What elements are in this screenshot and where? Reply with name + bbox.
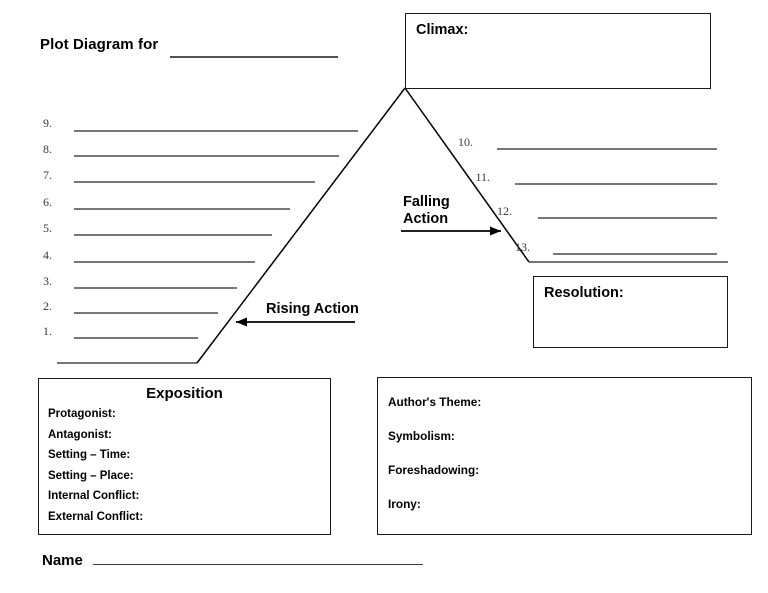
falling-action-diagonal (404, 87, 530, 263)
rising-item-number-2: 2. (43, 299, 52, 313)
literary-analysis-field-list: Author's Theme: Symbolism: Foreshadowing: I… (378, 378, 751, 521)
stage-direction-arrows (236, 226, 501, 327)
falling-action-label: Falling Action (403, 194, 450, 228)
rising-action-arrow-head (236, 317, 247, 327)
falling-action-arrow-head (490, 226, 501, 236)
rising-action-label: Rising Action (266, 301, 359, 317)
exposition-field-list: Protagonist: Antagonist: Setting – Time: Se… (39, 402, 330, 527)
exposition-field-0: Protagonist: (48, 408, 116, 420)
exposition-field-5: External Conflict: (48, 510, 144, 523)
rising-item-number-3: 3. (43, 274, 52, 288)
exposition-field-3: Setting – Place: (48, 469, 134, 482)
exposition-field-2: Setting – Time: (48, 449, 131, 461)
exposition-heading: Exposition (146, 385, 223, 402)
climax-box[interactable]: Climax: (405, 13, 711, 89)
climax-label: Climax: (416, 22, 469, 38)
falling-item-number-13: 13. (515, 240, 530, 254)
rising-item-number-9: 9. (43, 116, 52, 130)
rising-item-number-8: 8. (43, 142, 52, 156)
rising-action-diagonal (196, 87, 406, 364)
falling-action-label-line2: Action (403, 211, 449, 227)
falling-item-number-12: 12. (497, 204, 512, 218)
rising-item-number-1: 1. (43, 324, 52, 338)
falling-action-label-line1: Falling (403, 194, 450, 210)
plot-arc-diagonals (196, 87, 530, 364)
falling-item-number-11: 11. (475, 170, 490, 184)
rising-item-number-6: 6. (43, 195, 52, 209)
exposition-field-1: Antagonist: (48, 428, 112, 441)
falling-item-number-10: 10. (458, 135, 473, 149)
literary-analysis-field-0: Author's Theme: (388, 395, 482, 409)
literary-analysis-field-2: Foreshadowing: (388, 463, 480, 477)
rising-item-number-4: 4. (43, 248, 52, 262)
literary-analysis-field-3: Irony: (388, 497, 421, 511)
name-blank-line[interactable] (92, 564, 423, 565)
exposition-field-4: Internal Conflict: (48, 490, 140, 502)
resolution-label: Resolution: (544, 285, 624, 301)
page-title-text: Plot Diagram for (40, 36, 159, 53)
page-title: Plot Diagram for (40, 36, 158, 53)
falling-action-write-on-lines (497, 148, 717, 255)
rising-item-number-5: 5. (43, 221, 52, 235)
rising-item-number-7: 7. (43, 168, 52, 182)
rising-action-write-on-lines (74, 130, 358, 339)
name-row: Name (42, 552, 423, 569)
diagram-baselines (57, 261, 728, 364)
name-label: Name (42, 552, 83, 569)
literary-analysis-box[interactable]: Author's Theme: Symbolism: Foreshadowing: I… (377, 377, 752, 535)
exposition-box[interactable]: Exposition Protagonist: Antagonist: Settin… (38, 378, 331, 535)
literary-analysis-field-1: Symbolism: (388, 429, 455, 443)
resolution-box[interactable]: Resolution: (533, 276, 728, 348)
